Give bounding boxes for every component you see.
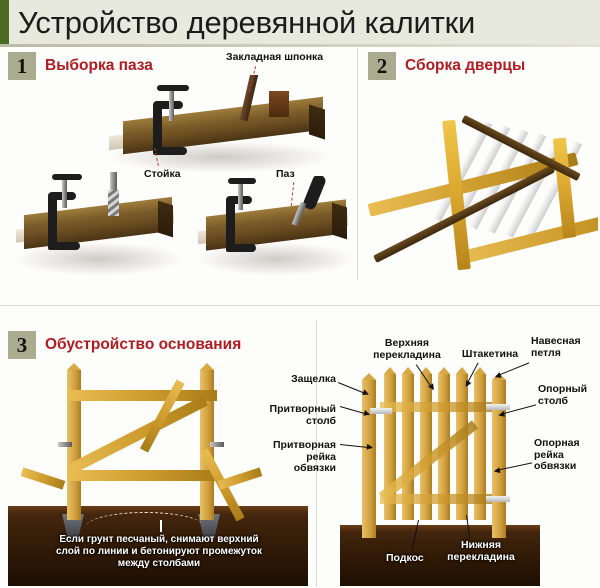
illustration-chisel-cut (196, 176, 356, 280)
label-support-post: Опорный столб (538, 383, 588, 407)
illustration-finished-gate (340, 360, 540, 586)
step-badge-1: 1 (8, 52, 36, 80)
illustration-chisel-groove (95, 75, 350, 180)
title-accent-bar (0, 0, 9, 44)
footnote-text: Если грунт песчаный, снимают верхний сло… (55, 534, 263, 569)
page-title: Устройство деревянной калитки (18, 4, 476, 40)
illustration-drill-post (10, 172, 185, 280)
label-closing-post: Притворный столб (269, 403, 336, 427)
label-post: Стойка (144, 168, 181, 180)
label-groove: Паз (276, 168, 295, 180)
label-key: Закладная шпонка (226, 51, 324, 63)
step-title-3: Обустройство основания (45, 336, 242, 353)
step-badge-3: 3 (8, 331, 36, 359)
title-underline (0, 44, 600, 47)
label-support-rail: Опорная рейка обвязки (534, 437, 580, 472)
label-top-rail: Верхняя перекладина (373, 337, 441, 361)
step-title-1: Выборка паза (45, 57, 153, 74)
page-title-bar: Устройство деревянной калитки (0, 0, 600, 44)
label-closing-rail: Притворная рейка обвязки (272, 439, 336, 474)
divider-vertical-top (357, 48, 358, 280)
label-hinge: Навесная петля (531, 335, 581, 359)
label-latch: Защелка (291, 373, 336, 385)
step-title-2: Сборка дверцы (405, 57, 526, 74)
divider-horizontal (0, 305, 600, 306)
step-badge-2: 2 (368, 52, 396, 80)
illustration-gate-assembly (362, 98, 598, 280)
label-picket: Штакетина (461, 348, 519, 360)
illustration-base-setup (8, 362, 308, 586)
label-bottom-rail: Нижняя перекладина (447, 539, 515, 563)
footnote-pointer (160, 520, 162, 532)
divider-vertical-bottom (316, 320, 317, 586)
label-brace: Подкос (386, 552, 424, 564)
